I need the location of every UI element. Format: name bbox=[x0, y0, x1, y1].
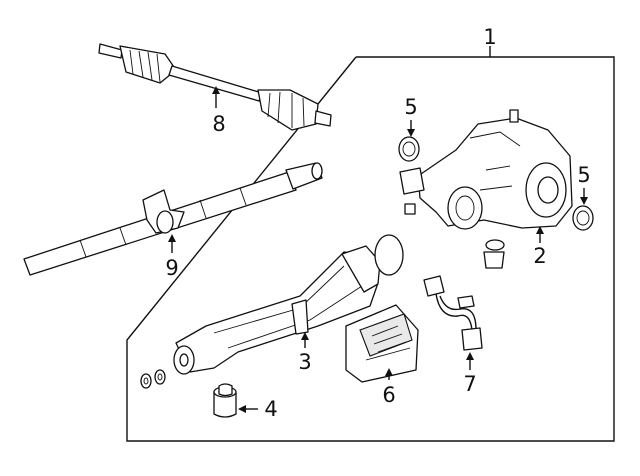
callout-5-left: 5 bbox=[404, 95, 417, 119]
callout-1: 1 bbox=[483, 25, 496, 49]
callout-7: 7 bbox=[463, 372, 476, 396]
part-propeller-shaft bbox=[23, 162, 323, 276]
seal-grommet bbox=[483, 239, 505, 269]
callout-2: 2 bbox=[533, 244, 546, 268]
o-ring bbox=[374, 234, 404, 276]
callout-9: 9 bbox=[165, 256, 178, 280]
part-control-module bbox=[345, 304, 419, 383]
part-axle-shaft bbox=[98, 43, 332, 131]
part-wiring-harness bbox=[423, 275, 483, 351]
assembly-box bbox=[126, 46, 615, 442]
part-differential-unit bbox=[399, 109, 573, 230]
callout-3: 3 bbox=[298, 350, 311, 374]
plug-fastener bbox=[404, 203, 416, 215]
part-differential-housing bbox=[173, 245, 381, 375]
part-bushing bbox=[213, 383, 237, 418]
callout-6: 6 bbox=[382, 383, 395, 407]
washers bbox=[140, 369, 166, 389]
callout-5-right: 5 bbox=[577, 163, 590, 187]
part-seal-left bbox=[398, 136, 420, 162]
part-seal-right bbox=[572, 205, 594, 231]
callout-8: 8 bbox=[212, 112, 225, 136]
callout-4: 4 bbox=[264, 397, 277, 421]
leader-lines bbox=[168, 86, 588, 413]
